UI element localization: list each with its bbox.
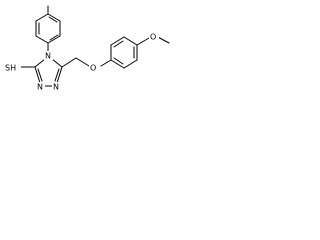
tolyl-double-2 xyxy=(49,34,59,41)
aryl-bond-5 xyxy=(123,59,138,69)
mask-sh xyxy=(4,62,21,72)
tolyl-bond-4 xyxy=(47,35,61,44)
triazole-bond-c3-n2-double xyxy=(37,68,43,82)
molecule-drawing: N SH N N O O xyxy=(4,5,170,92)
mask-n2 xyxy=(36,82,45,91)
aryl-bond-3 xyxy=(123,36,138,46)
mask-n4 xyxy=(44,51,53,60)
bond-c5-ch2 xyxy=(61,57,77,68)
atom-ether-o: O xyxy=(90,64,96,73)
tolyl-double-3 xyxy=(48,16,58,23)
triazole-bond-n4-c3 xyxy=(34,58,46,68)
bond-aryl-o-methoxy xyxy=(136,37,150,46)
tolyl-bond-6 xyxy=(47,13,61,22)
atom-n1: N xyxy=(53,83,59,92)
bond-o-aryl xyxy=(100,59,112,67)
atom-labels: N SH N N O O xyxy=(4,31,159,92)
mask-ether-o xyxy=(89,62,99,72)
mask-n1 xyxy=(52,82,61,91)
tolyl-ring xyxy=(35,5,61,53)
triazole-bond-n1-c5-double xyxy=(54,68,60,82)
tolyl-bond-1 xyxy=(35,13,49,22)
mask-methoxy-o xyxy=(149,31,159,41)
aryl-bond-2 xyxy=(110,36,125,46)
atom-sh: SH xyxy=(5,64,16,73)
atom-methoxy-o: O xyxy=(150,33,156,42)
aryl-double-3 xyxy=(113,57,124,65)
chemical-structure-diagram: N SH N N O O xyxy=(0,0,186,117)
aryl-double-1 xyxy=(113,40,124,48)
methoxyphenyl-ring xyxy=(100,35,170,69)
atom-n2: N xyxy=(37,83,43,92)
triazole-bond-n1-c5 xyxy=(56,66,63,84)
triazole-bond-c3-n2 xyxy=(34,66,41,84)
atom-n4: N xyxy=(45,52,51,61)
aryl-bond-6 xyxy=(110,59,125,69)
triazole-ring xyxy=(20,57,90,87)
bond-ch2-o xyxy=(75,57,90,67)
tolyl-bond-3 xyxy=(35,35,49,44)
triazole-bond-n4-c5 xyxy=(51,58,63,68)
